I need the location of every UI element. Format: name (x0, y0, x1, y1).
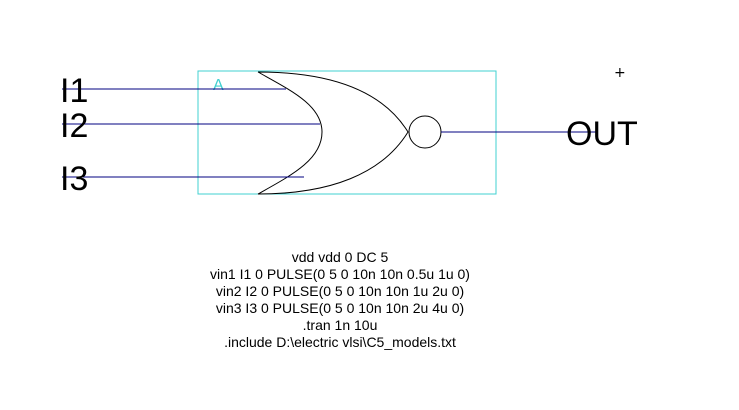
spice-line: vdd vdd 0 DC 5 (291, 249, 389, 265)
instance-label: A (213, 77, 224, 94)
spice-line: vin1 I1 0 PULSE(0 5 0 10n 10n 0.5u 1u 0) (210, 266, 470, 282)
spice-code-block[interactable]: vdd vdd 0 DC 5 vin1 I1 0 PULSE(0 5 0 10n… (140, 249, 540, 351)
pin-label-out[interactable]: OUT (566, 115, 638, 153)
spice-line: vin2 I2 0 PULSE(0 5 0 10n 10n 1u 2u 0) (215, 283, 465, 299)
spice-line: vin3 I3 0 PULSE(0 5 0 10n 10n 2u 4u 0) (215, 300, 465, 316)
spice-line: .include D:\electric vlsi\C5_models.txt (224, 334, 456, 350)
spice-line: .tran 1n 10u (302, 317, 378, 333)
pin-label-i3[interactable]: I3 (60, 160, 88, 198)
nor-gate-body[interactable] (257, 71, 409, 195)
inversion-bubble (408, 115, 442, 149)
pin-label-i1[interactable]: I1 (60, 72, 88, 110)
cursor-mark: + (614, 65, 626, 81)
pin-label-i2[interactable]: I2 (60, 107, 88, 145)
